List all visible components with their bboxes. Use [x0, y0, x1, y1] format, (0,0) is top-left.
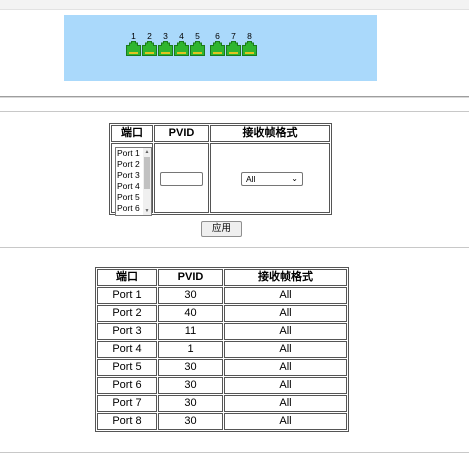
- port-number: 8: [247, 31, 252, 41]
- table-row: Port 1 30 All: [97, 287, 347, 304]
- list-item[interactable]: Port 6: [117, 203, 140, 213]
- port-number: 4: [179, 31, 184, 41]
- section-divider: [0, 247, 469, 248]
- table-row: Port 8 30 All: [97, 413, 347, 430]
- port-4[interactable]: 4: [174, 32, 189, 57]
- cell-port: Port 5: [97, 359, 157, 376]
- list-item[interactable]: Port 2: [117, 159, 140, 169]
- chevron-down-icon: ⌄: [291, 174, 298, 183]
- cell-port: Port 1: [97, 287, 157, 304]
- cell-frame: All: [224, 305, 347, 322]
- table-header-row: 端口 PVID 接收帧格式: [97, 269, 347, 286]
- pvid-status-table: 端口 PVID 接收帧格式 Port 1 30 All Port 2 40 Al…: [95, 267, 349, 432]
- cell-frame: All: [224, 395, 347, 412]
- port-number: 3: [163, 31, 168, 41]
- cell-port: Port 7: [97, 395, 157, 412]
- ethernet-port-icon: [158, 41, 173, 56]
- port-number: 2: [147, 31, 152, 41]
- listbox-scrollbar[interactable]: ▲ ▼: [143, 148, 151, 215]
- table-row: Port 7 30 All: [97, 395, 347, 412]
- cell-pvid: 11: [158, 323, 223, 340]
- port-number: 1: [131, 31, 136, 41]
- cell-pvid: 1: [158, 341, 223, 358]
- config-header-port: 端口: [111, 125, 153, 142]
- port-1[interactable]: 1: [126, 32, 141, 57]
- cell-frame: All: [224, 287, 347, 304]
- ethernet-port-icon: [174, 41, 189, 56]
- cell-pvid: 30: [158, 395, 223, 412]
- column-header-port: 端口: [97, 269, 157, 286]
- scroll-down-icon[interactable]: ▼: [144, 208, 150, 214]
- table-row: Port 4 1 All: [97, 341, 347, 358]
- pvid-input[interactable]: [160, 172, 203, 186]
- cell-pvid: 30: [158, 377, 223, 394]
- port-number: 5: [195, 31, 200, 41]
- cell-pvid: 30: [158, 413, 223, 430]
- table-row: Port 2 40 All: [97, 305, 347, 322]
- frame-format-select[interactable]: All ⌄: [241, 172, 303, 186]
- pvid-cell: [154, 143, 209, 213]
- port-5[interactable]: 5: [190, 32, 205, 57]
- port-select-cell: Port 1 Port 2 Port 3 Port 4 Port 5 Port …: [111, 143, 153, 216]
- apply-button[interactable]: 应用: [201, 221, 242, 237]
- section-divider: [0, 111, 469, 112]
- cell-frame: All: [224, 341, 347, 358]
- port-number: 6: [215, 31, 220, 41]
- ethernet-port-icon: [142, 41, 157, 56]
- port-status-panel: 1 2 3 4 5 6 7 8: [64, 15, 377, 81]
- cell-frame: All: [224, 377, 347, 394]
- list-item[interactable]: Port 1: [117, 148, 140, 158]
- list-item[interactable]: Port 4: [117, 181, 140, 191]
- ethernet-port-icon: [190, 41, 205, 56]
- table-row: Port 6 30 All: [97, 377, 347, 394]
- cell-port: Port 2: [97, 305, 157, 322]
- frame-format-value: All: [246, 174, 256, 184]
- cell-pvid: 30: [158, 359, 223, 376]
- port-number: 7: [231, 31, 236, 41]
- config-header-pvid: PVID: [154, 125, 209, 142]
- table-row: Port 3 11 All: [97, 323, 347, 340]
- ethernet-port-icon: [126, 41, 141, 56]
- config-header-frame: 接收帧格式: [210, 125, 330, 142]
- cell-pvid: 30: [158, 287, 223, 304]
- cell-port: Port 8: [97, 413, 157, 430]
- port-listbox[interactable]: Port 1 Port 2 Port 3 Port 4 Port 5 Port …: [115, 147, 152, 216]
- section-divider: [0, 452, 469, 453]
- top-bar: [0, 0, 469, 10]
- ethernet-port-icon: [226, 41, 241, 56]
- port-8[interactable]: 8: [242, 32, 257, 57]
- cell-frame: All: [224, 413, 347, 430]
- port-6[interactable]: 6: [210, 32, 225, 57]
- frame-cell: All ⌄: [210, 143, 330, 213]
- cell-port: Port 3: [97, 323, 157, 340]
- table-row: Port 5 30 All: [97, 359, 347, 376]
- column-header-frame: 接收帧格式: [224, 269, 347, 286]
- ethernet-port-icon: [242, 41, 257, 56]
- pvid-config-form: 端口 PVID 接收帧格式 Port 1 Port 2 Port 3 Port …: [109, 123, 332, 216]
- cell-port: Port 6: [97, 377, 157, 394]
- cell-frame: All: [224, 323, 347, 340]
- port-3[interactable]: 3: [158, 32, 173, 57]
- scroll-up-icon[interactable]: ▲: [144, 149, 150, 155]
- cell-pvid: 40: [158, 305, 223, 322]
- port-2[interactable]: 2: [142, 32, 157, 57]
- port-7[interactable]: 7: [226, 32, 241, 57]
- ethernet-port-icon: [210, 41, 225, 56]
- scrollbar-thumb[interactable]: [144, 157, 150, 189]
- section-divider: [0, 96, 469, 98]
- list-item[interactable]: Port 5: [117, 192, 140, 202]
- column-header-pvid: PVID: [158, 269, 223, 286]
- cell-port: Port 4: [97, 341, 157, 358]
- list-item[interactable]: Port 3: [117, 170, 140, 180]
- cell-frame: All: [224, 359, 347, 376]
